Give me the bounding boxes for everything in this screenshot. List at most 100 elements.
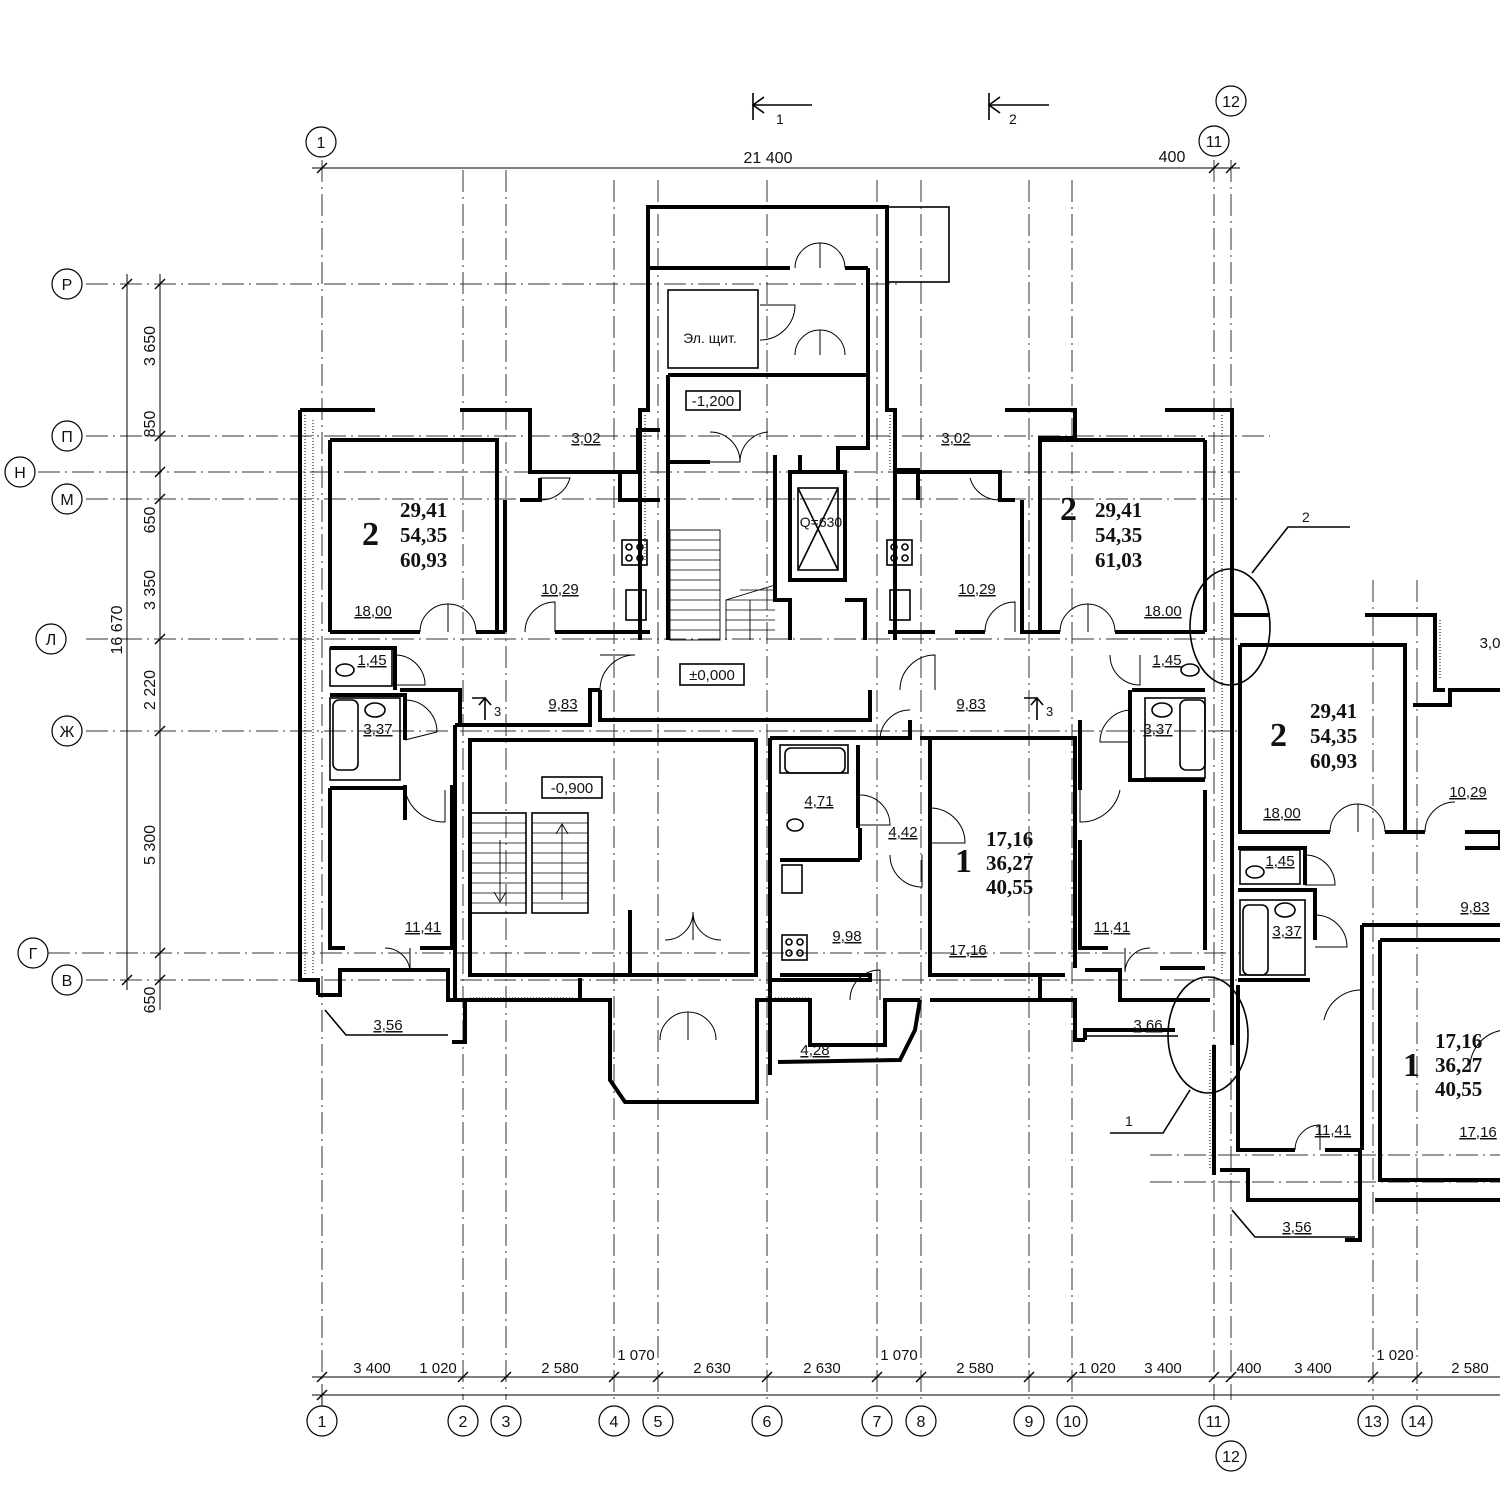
bottom-axis-markers: 1 2 3 4 5 6 7 8 9 10 11 12 13 14 — [306, 1395, 1433, 1472]
dim-bottom-9: 1 020 — [1078, 1360, 1116, 1377]
room-area: 18.00 — [1144, 603, 1182, 620]
dim-bottom-2: 1 020 — [419, 1360, 457, 1377]
dim-bottom-11: 400 — [1236, 1360, 1261, 1377]
axis-label: 9 — [1025, 1414, 1034, 1431]
room-area: 10,29 — [958, 581, 996, 598]
room-area: 9,83 — [548, 696, 577, 713]
level-labels: -1,200 ±0,000 -0,900 Эл. щит. Q=630 — [541, 330, 843, 799]
room-area: 3,37 — [1272, 923, 1301, 940]
axis-label: 12 — [1222, 1449, 1240, 1466]
level-basement: -0,900 — [551, 780, 594, 797]
room-area: 17,16 — [949, 942, 987, 959]
room-area: 1,45 — [1152, 652, 1181, 669]
axis-label: 8 — [917, 1414, 926, 1431]
doors — [384, 242, 1500, 1151]
apartment-total-area: 60,93 — [1310, 749, 1357, 773]
dim-bottom-5: 2 630 — [693, 1360, 731, 1377]
bottom-dimension-chain: 3 400 1 020 2 580 1 070 2 630 2 630 1 07… — [312, 1347, 1500, 1401]
axis-label: Г — [29, 946, 38, 963]
apartment-total-area: 60,93 — [400, 548, 447, 572]
apartment-living-area: 29,41 — [1095, 498, 1142, 522]
room-area: 10,29 — [541, 581, 579, 598]
dim-bottom-12: 3 400 — [1294, 1360, 1332, 1377]
apartment-rooms: 2 — [1270, 717, 1287, 754]
dim-left-total: 16 670 — [109, 605, 126, 654]
apartment-useful-area: 54,35 — [1310, 724, 1357, 748]
fixtures — [332, 539, 1296, 976]
stair-mark-label: 3 — [1046, 704, 1053, 719]
apartment-info: 2 29,41 54,35 60,93 2 29,41 54,35 61,03 … — [362, 491, 1482, 1101]
dim-left-seg: 3 350 — [142, 570, 159, 610]
apartment-useful-area: 54,35 — [1095, 523, 1142, 547]
room-area-labels: 3,02 3,02 10,29 10,29 18,00 18.00 1,45 1… — [354, 430, 1500, 1236]
dim-bottom-14: 2 580 — [1451, 1360, 1489, 1377]
room-area: 11,41 — [1094, 919, 1130, 936]
apartment-rooms: 2 — [362, 516, 379, 553]
dim-bottom-6: 2 630 — [803, 1360, 841, 1377]
apartment-living-area: 17,16 — [986, 827, 1033, 851]
axis-label: 12 — [1222, 94, 1240, 111]
lift-capacity-label: Q=630 — [800, 514, 843, 530]
dim-bottom-10: 3 400 — [1144, 1360, 1182, 1377]
apartment-block: 2 29,41 54,35 60,93 — [362, 498, 447, 572]
wall-hatching — [304, 415, 1441, 1170]
apartment-useful-area: 54,35 — [400, 523, 447, 547]
axis-label: П — [61, 429, 73, 446]
axis-label: 1 — [318, 1414, 327, 1431]
room-area: 1,45 — [357, 652, 386, 669]
room-area: 1,45 — [1265, 853, 1294, 870]
room-area: 3,02 — [941, 430, 970, 447]
axis-label: Ж — [60, 724, 75, 741]
axis-label: Л — [46, 632, 57, 649]
apartment-block: 1 17,16 36,27 40,55 — [1403, 1029, 1482, 1101]
apartment-total-area: 40,55 — [1435, 1077, 1482, 1101]
room-area: 3,37 — [363, 721, 392, 738]
apartment-rooms: 1 — [1403, 1047, 1420, 1084]
left-dimension-chain: 16 670 3 650 850 650 3 350 2 220 5 300 6… — [109, 274, 166, 1013]
room-area: 4,28 — [800, 1042, 829, 1059]
dim-bottom-3: 2 580 — [541, 1360, 579, 1377]
axis-label: 13 — [1364, 1414, 1382, 1431]
axis-label: В — [62, 973, 73, 990]
detail-callouts: 2 1 — [1110, 509, 1350, 1134]
top-dimension-chain: 21 400 400 1 11 12 — [305, 85, 1247, 174]
dim-left-seg: 650 — [142, 507, 159, 534]
apartment-useful-area: 36,27 — [1435, 1053, 1482, 1077]
room-area: 9,83 — [956, 696, 985, 713]
room-area: 9,98 — [832, 928, 861, 945]
dim-bottom-4: 1 070 — [617, 1347, 655, 1364]
apartment-total-area: 61,03 — [1095, 548, 1142, 572]
stair-section-marks: 3 3 — [472, 696, 1053, 720]
left-axis-markers: Р П Н М Л Ж Г В — [4, 268, 83, 996]
level-floor: ±0,000 — [689, 667, 735, 684]
apartment-living-area: 29,41 — [1310, 699, 1357, 723]
callout-label: 2 — [1302, 509, 1310, 525]
apartment-total-area: 40,55 — [986, 875, 1033, 899]
room-area: 3,66 — [1133, 1017, 1162, 1034]
axis-label: 11 — [1206, 134, 1223, 151]
stair-mark-label: 3 — [494, 704, 501, 719]
apartment-living-area: 29,41 — [400, 498, 447, 522]
axis-label: 14 — [1408, 1414, 1426, 1431]
stairs — [470, 529, 776, 904]
dim-bottom-8: 2 580 — [956, 1360, 994, 1377]
room-area: 3,37 — [1143, 721, 1172, 738]
level-entry: -1,200 — [692, 393, 735, 410]
room-area: 3,56 — [373, 1017, 402, 1034]
apartment-block: 2 29,41 54,35 61,03 — [1060, 491, 1142, 572]
apartment-block: 2 29,41 54,35 60,93 — [1270, 699, 1357, 773]
room-area: 3,0 — [1480, 635, 1500, 652]
axis-label: 11 — [1206, 1414, 1223, 1431]
apartment-rooms: 1 — [955, 843, 972, 880]
dim-top-total: 21 400 — [744, 150, 793, 167]
axis-label: 2 — [459, 1414, 468, 1431]
axis-label: Р — [62, 277, 73, 294]
dim-left-seg: 850 — [142, 411, 159, 438]
axis-label: М — [60, 492, 73, 509]
dim-top-right: 400 — [1159, 149, 1186, 166]
axis-label: 3 — [502, 1414, 511, 1431]
callout-label: 1 — [1125, 1113, 1133, 1129]
room-area: 9,83 — [1460, 899, 1489, 916]
dim-bottom-13: 1 020 — [1376, 1347, 1414, 1364]
